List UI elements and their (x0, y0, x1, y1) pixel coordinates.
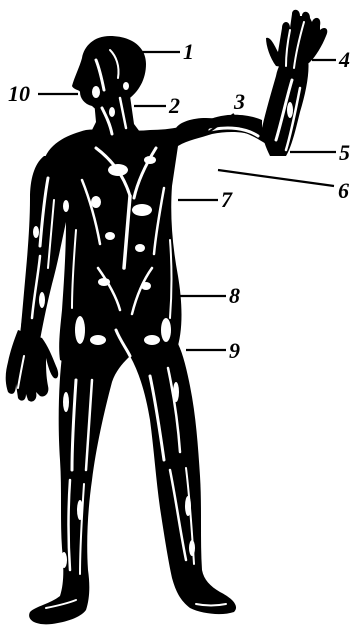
label-7: 7 (221, 187, 233, 212)
label-6: 6 (338, 178, 349, 203)
label-8: 8 (229, 283, 240, 308)
right-leg (130, 340, 236, 614)
label-10: 10 (8, 81, 30, 106)
left-arm (20, 156, 60, 340)
torso (20, 115, 262, 370)
left-leg (29, 356, 130, 624)
leader-line-6 (218, 170, 334, 186)
label-3: 3 (233, 89, 245, 114)
label-1: 1 (183, 39, 194, 64)
label-2: 2 (168, 93, 180, 118)
label-5: 5 (339, 140, 350, 165)
label-4: 4 (338, 47, 350, 72)
neck (90, 96, 140, 134)
human-body-silhouette (6, 10, 328, 625)
left-hand (6, 330, 58, 402)
label-9: 9 (229, 338, 240, 363)
